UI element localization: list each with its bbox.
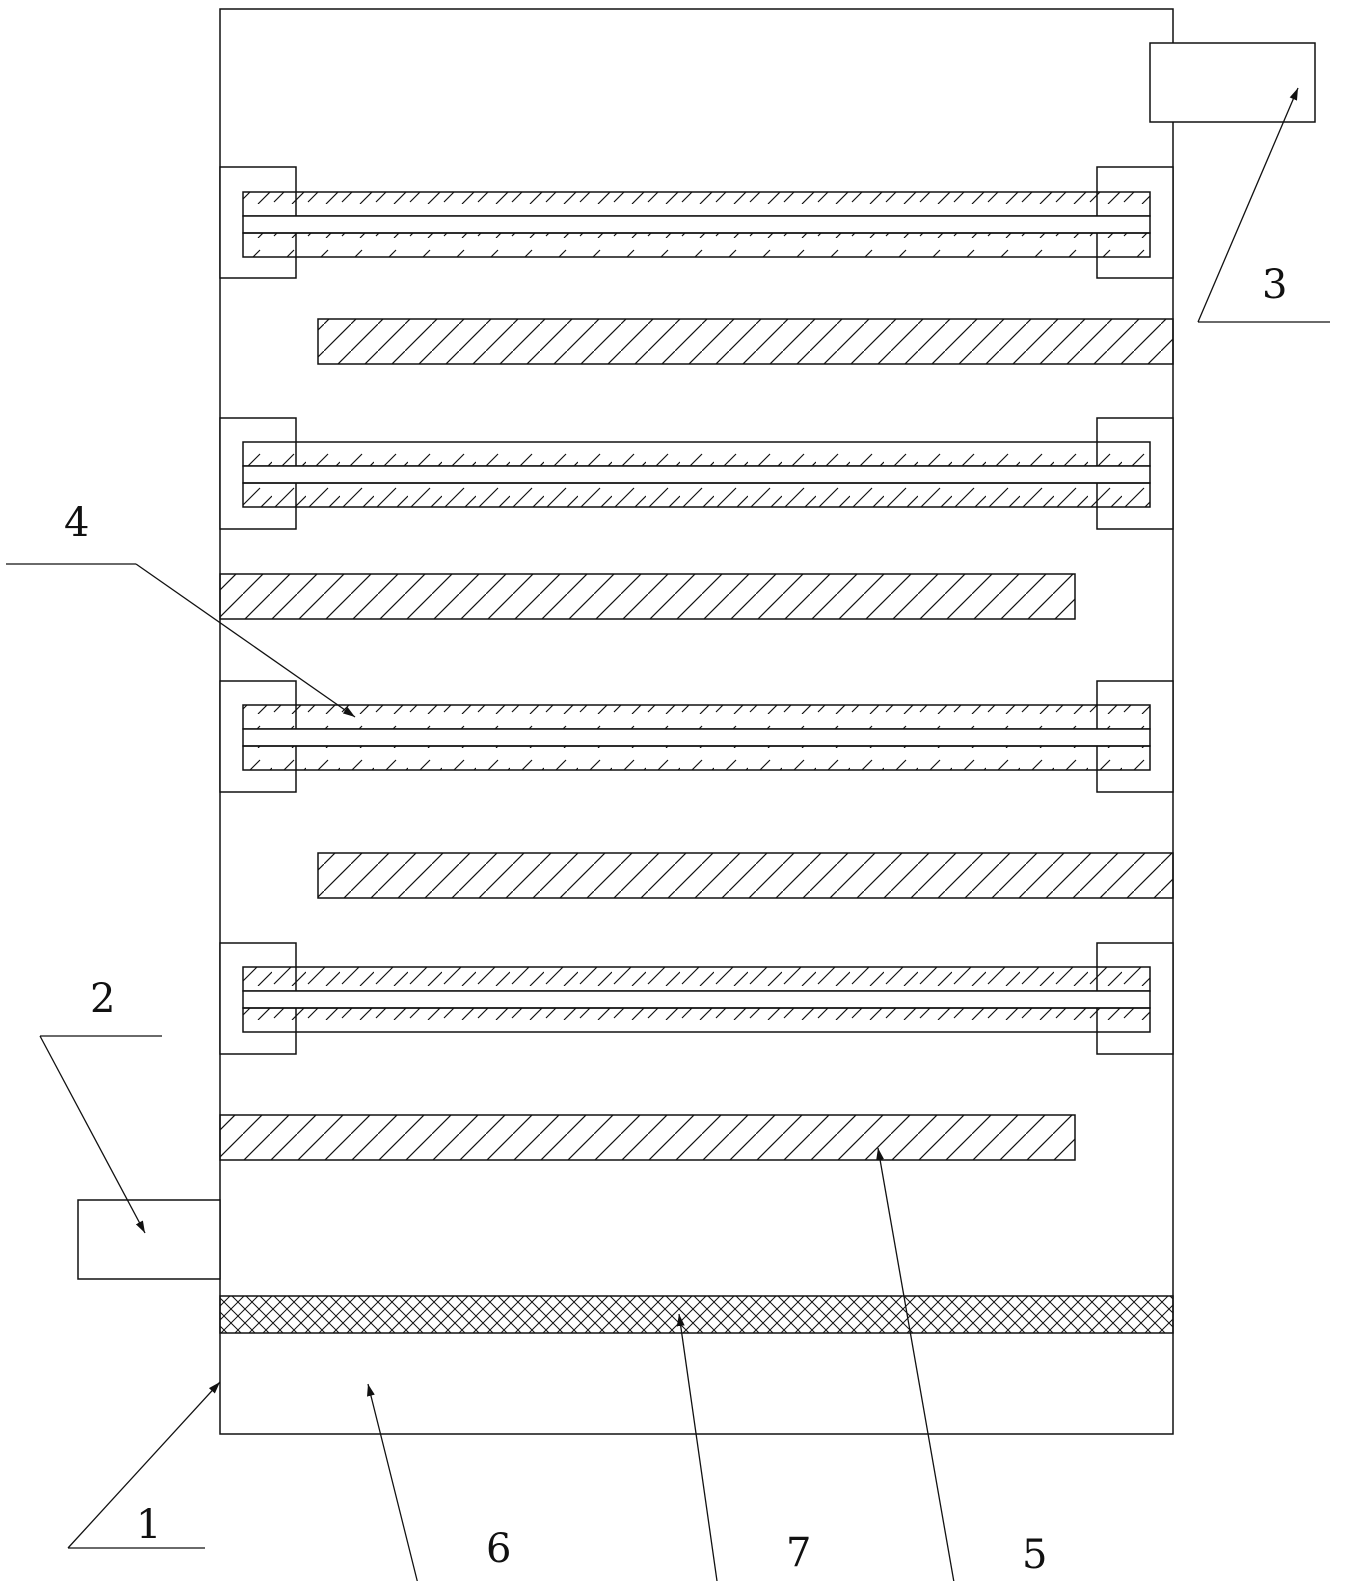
label-3: 3 xyxy=(1262,262,1287,308)
tray-plate-upper xyxy=(242,441,1151,467)
leader-1-arrow xyxy=(67,1381,221,1549)
inlet-port xyxy=(77,1199,221,1280)
tray-plate-lower xyxy=(242,1007,1151,1033)
tray-plate-middle xyxy=(242,465,1151,484)
heating-tray-assembly-3 xyxy=(219,680,1174,793)
tray-plate-upper xyxy=(242,966,1151,992)
leader-6-arrow xyxy=(367,1383,418,1581)
heating-tray-assembly-2 xyxy=(219,417,1174,530)
label-1: 1 xyxy=(136,1502,161,1548)
tray-plate-middle xyxy=(242,728,1151,747)
baffle-plate-4 xyxy=(219,1114,1076,1161)
leader-4-arrow xyxy=(135,563,356,718)
baffle-plate-3 xyxy=(317,852,1174,899)
label-5: 5 xyxy=(1022,1532,1047,1578)
label-6: 6 xyxy=(486,1526,511,1572)
leader-5-arrow xyxy=(876,1147,955,1581)
label-2: 2 xyxy=(90,976,115,1022)
tray-plate-middle xyxy=(242,990,1151,1009)
leader-7-arrow xyxy=(676,1313,718,1581)
baffle-plate-1 xyxy=(317,318,1174,365)
baffle-plate-2 xyxy=(219,573,1076,620)
tray-plate-lower xyxy=(242,482,1151,508)
label-4: 4 xyxy=(64,500,89,546)
heating-tray-assembly-1 xyxy=(219,166,1174,279)
tray-plate-lower xyxy=(242,232,1151,258)
leader-3-arrow xyxy=(1197,87,1299,323)
tray-plate-upper xyxy=(242,191,1151,217)
outlet-port xyxy=(1149,42,1316,123)
heating-tray-assembly-4 xyxy=(219,942,1174,1055)
tray-plate-middle xyxy=(242,215,1151,234)
tray-plate-upper xyxy=(242,704,1151,730)
tray-plate-lower xyxy=(242,745,1151,771)
label-7: 7 xyxy=(786,1530,811,1576)
leader-2-arrow xyxy=(39,1035,146,1234)
mesh-layer xyxy=(219,1295,1174,1334)
